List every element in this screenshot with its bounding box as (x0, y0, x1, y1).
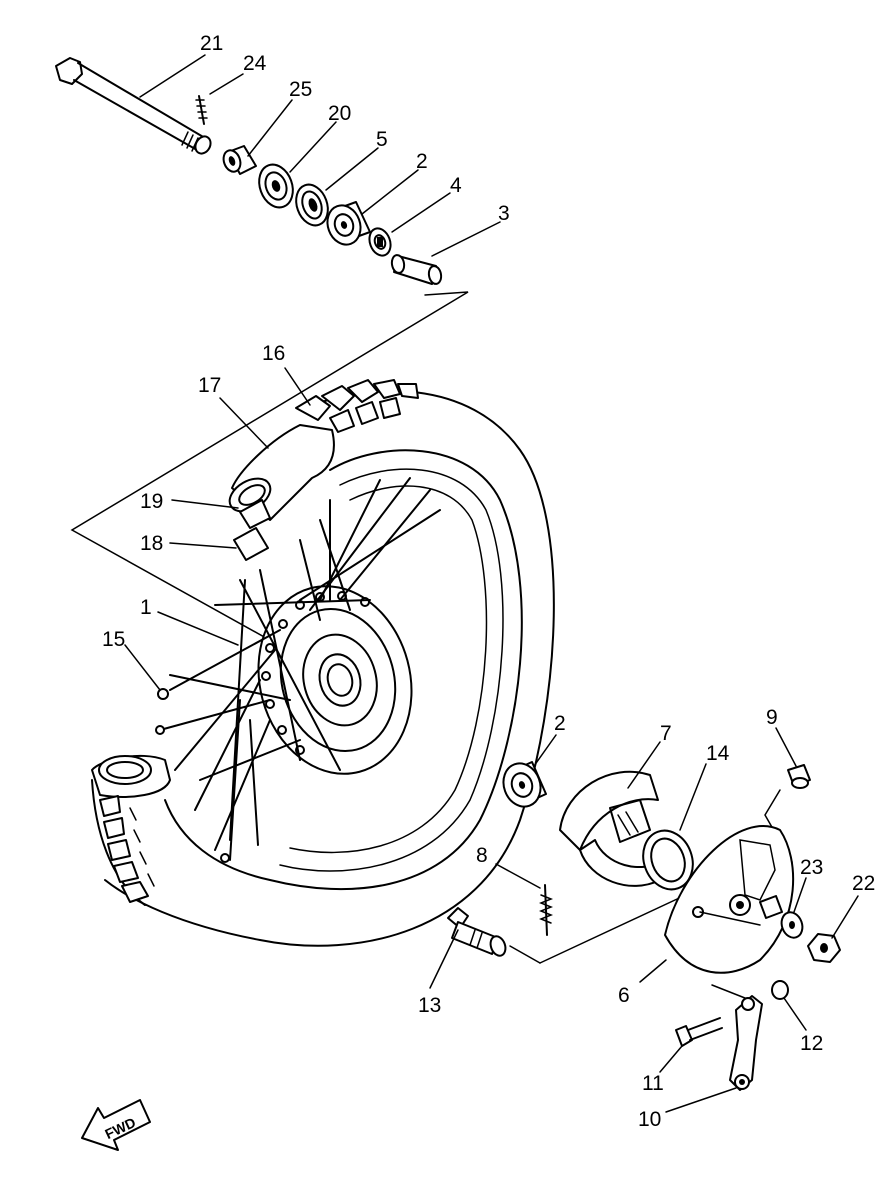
collar (222, 145, 257, 175)
callout-labels: 1 2 3 4 5 6 7 8 9 10 11 12 13 14 15 16 1… (102, 32, 875, 1131)
callout-5: 5 (376, 128, 388, 151)
bearing-lower (502, 761, 547, 808)
callout-9: 9 (766, 706, 778, 729)
callout-20: 20 (328, 102, 351, 125)
fwd-arrow: FWD (81, 1099, 151, 1151)
callout-2-lower: 2 (554, 712, 566, 735)
washer (780, 911, 804, 939)
camshaft (447, 907, 507, 957)
callout-6: 6 (618, 984, 630, 1007)
callout-3: 3 (498, 202, 510, 225)
callout-8: 8 (476, 844, 488, 867)
bearing-upper (326, 201, 371, 246)
cotter-pin (195, 95, 208, 125)
axle-nut (807, 933, 841, 963)
callout-10: 10 (638, 1108, 661, 1131)
lever-nut (771, 980, 789, 1000)
oil-seal (258, 163, 294, 209)
valve-cap (787, 764, 811, 789)
callout-25: 25 (289, 78, 312, 101)
lever-bolt (675, 1017, 723, 1047)
callout-1: 1 (140, 596, 152, 619)
callout-7: 7 (660, 722, 672, 745)
front-axle (55, 57, 212, 155)
callout-17: 17 (198, 374, 221, 397)
wheel-assembly (91, 379, 555, 947)
callout-21: 21 (200, 32, 223, 55)
callout-19: 19 (140, 490, 163, 513)
leader-lines (124, 54, 859, 1113)
brake-shoe-plate (664, 825, 795, 974)
callout-22: 22 (852, 872, 875, 895)
callout-2-upper: 2 (416, 150, 428, 173)
brake-spring (538, 884, 554, 936)
callout-12: 12 (800, 1032, 823, 1055)
spokes (159, 477, 441, 861)
callout-16: 16 (262, 342, 285, 365)
callout-14: 14 (706, 742, 730, 765)
callout-24: 24 (243, 52, 267, 75)
seal-ring (642, 829, 694, 891)
spacer-flange (368, 227, 392, 257)
callout-13: 13 (418, 994, 441, 1017)
callout-23: 23 (800, 856, 823, 879)
callout-11: 11 (642, 1072, 664, 1095)
callout-18: 18 (140, 532, 163, 555)
callout-4: 4 (450, 174, 462, 197)
circlip (295, 183, 329, 227)
spacer (390, 254, 443, 285)
callout-15: 15 (102, 628, 125, 651)
camshaft-lever (729, 995, 763, 1091)
brake-shoe (559, 770, 666, 887)
